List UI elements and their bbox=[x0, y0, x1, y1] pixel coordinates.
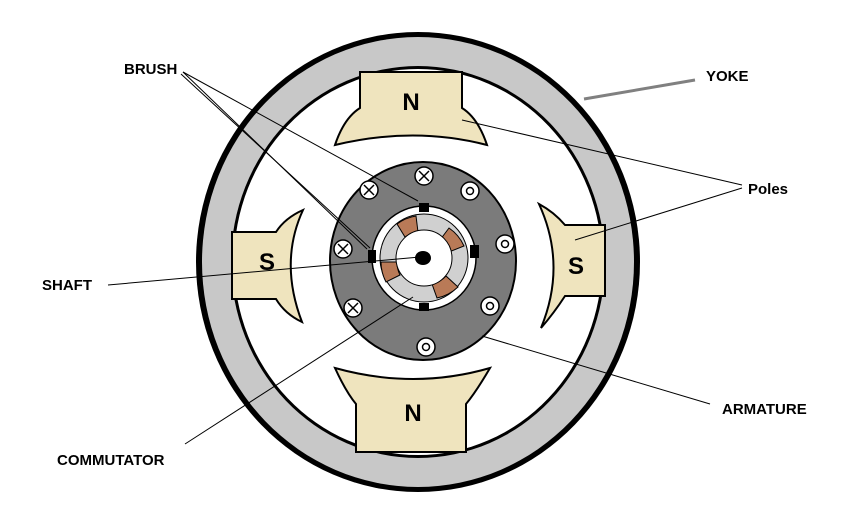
pole-right-label: S bbox=[568, 253, 584, 280]
screw bbox=[343, 298, 363, 318]
screw bbox=[460, 181, 480, 201]
label-poles: Poles bbox=[748, 181, 788, 198]
pole-top-label: N bbox=[402, 89, 419, 116]
armature-screws bbox=[333, 166, 515, 357]
brushes bbox=[368, 203, 479, 311]
pole-left-label: S bbox=[259, 249, 275, 276]
label-commutator: COMMUTATOR bbox=[57, 452, 165, 469]
pole-left: S bbox=[231, 208, 306, 324]
label-brush: BRUSH bbox=[124, 61, 177, 78]
pole-bottom: N bbox=[333, 366, 493, 453]
screw bbox=[480, 296, 500, 316]
screw bbox=[333, 239, 353, 259]
pole-right: S bbox=[536, 201, 606, 329]
screw bbox=[495, 234, 515, 254]
shaft bbox=[415, 251, 431, 265]
screw bbox=[414, 166, 434, 186]
label-yoke: YOKE bbox=[706, 68, 749, 85]
brush bbox=[419, 303, 429, 311]
brush bbox=[419, 203, 429, 212]
brush bbox=[470, 245, 479, 258]
pole-top: N bbox=[333, 71, 489, 147]
screw bbox=[359, 180, 379, 200]
pole-bottom-label: N bbox=[404, 400, 421, 427]
label-shaft: SHAFT bbox=[42, 277, 92, 294]
screw bbox=[416, 337, 436, 357]
brush bbox=[368, 250, 376, 263]
leader-lines bbox=[107, 71, 743, 445]
label-armature: ARMATURE bbox=[722, 401, 807, 418]
